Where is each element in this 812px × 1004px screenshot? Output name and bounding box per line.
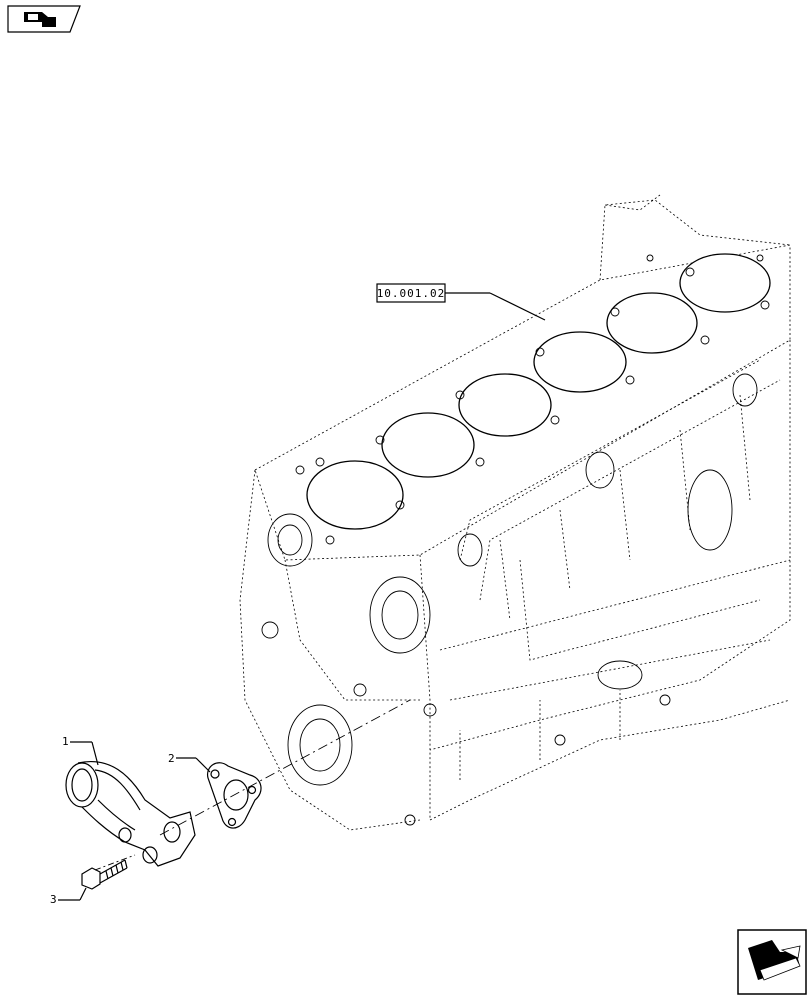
bolt bbox=[81, 859, 128, 890]
book-arrow-icon[interactable] bbox=[7, 5, 81, 33]
callout-3-number: 3 bbox=[50, 893, 57, 906]
callout-1: 1 bbox=[62, 735, 99, 766]
reference-number: 10.001.02 bbox=[377, 287, 446, 300]
bolt-centerline bbox=[94, 854, 136, 871]
gasket bbox=[206, 762, 262, 829]
callout-2-number: 2 bbox=[168, 752, 175, 765]
callout-1-number: 1 bbox=[62, 735, 69, 748]
reference-leader-angle bbox=[489, 292, 546, 321]
assembly-centerline bbox=[159, 699, 411, 836]
water-inlet-pipe bbox=[65, 761, 196, 867]
engine-block bbox=[239, 194, 791, 831]
callout-3: 3 bbox=[50, 887, 87, 906]
callout-2: 2 bbox=[168, 752, 211, 773]
reference-callout[interactable]: 10.001.02 bbox=[376, 283, 546, 321]
next-page-arrow-icon[interactable] bbox=[737, 929, 807, 995]
